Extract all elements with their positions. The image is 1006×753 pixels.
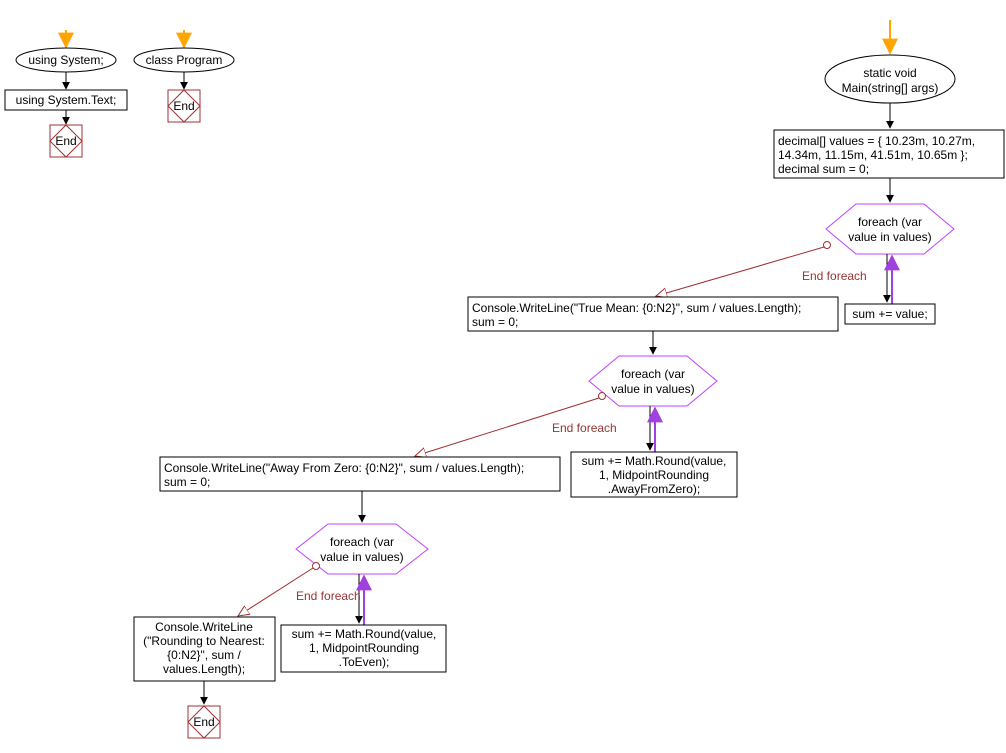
init-line: decimal sum = 0; xyxy=(778,162,869,176)
init-line: 14.34m, 11.15m, 41.51m, 10.65m }; xyxy=(778,148,968,162)
loop-1-after-node[interactable]: Console.WriteLine("True Mean: {0:N2}", s… xyxy=(467,296,839,332)
init-line: decimal[] values = { 10.23m, 10.27m, xyxy=(778,134,975,148)
class-start-node[interactable]: class Program xyxy=(133,47,235,73)
loop-condition-line: foreach (var xyxy=(330,535,394,549)
end-label: End xyxy=(173,99,194,113)
loop-exit-label: End foreach xyxy=(552,421,617,435)
after-loop-line: sum = 0; xyxy=(472,315,518,329)
loop-body-line: 1, MidpointRounding xyxy=(599,468,709,482)
using-start-node[interactable]: using System; xyxy=(15,47,117,73)
class-start-label: class Program xyxy=(146,53,223,67)
loop-body-line: .AwayFromZero); xyxy=(608,482,700,496)
loop-3-exit-edge xyxy=(238,567,314,616)
using-start-label: using System; xyxy=(28,53,103,67)
main-start-line: static void xyxy=(863,66,916,80)
class-end-node[interactable]: End xyxy=(167,89,201,123)
loop-body-line: 1, MidpointRounding xyxy=(309,641,419,655)
loop-condition-line: value in values) xyxy=(611,382,694,396)
loop-1-condition[interactable]: foreach (var value in values) xyxy=(825,203,955,255)
init-node[interactable]: decimal[] values = { 10.23m, 10.27m, 14.… xyxy=(773,129,1005,179)
after-loop-line: Console.WriteLine("Away From Zero: {0:N2… xyxy=(164,461,524,475)
loop-body-line: .ToEven); xyxy=(339,655,390,669)
loop-2-after-node[interactable]: Console.WriteLine("Away From Zero: {0:N2… xyxy=(159,456,561,492)
loop-exit-label: End foreach xyxy=(802,269,867,283)
loop-2-exit-edge xyxy=(415,397,600,456)
loop-1-exit-edge xyxy=(656,246,825,296)
using-flow: using System; using System.Text; End xyxy=(4,30,128,158)
loop-body-line: sum += Math.Round(value, xyxy=(292,627,437,641)
loop-2-exit-port xyxy=(598,392,606,400)
loop-3-after-node[interactable]: Console.WriteLine ("Rounding to Nearest:… xyxy=(133,616,276,682)
main-start-node[interactable]: static void Main(string[] args) xyxy=(824,54,956,104)
loop-3-body-node[interactable]: sum += Math.Round(value, 1, MidpointRoun… xyxy=(280,624,447,673)
after-loop-line: sum = 0; xyxy=(164,475,210,489)
after-loop-line: {0:N2}", sum / xyxy=(167,648,241,662)
loop-2-body-node[interactable]: sum += Math.Round(value, 1, MidpointRoun… xyxy=(570,451,738,498)
loop-body-line: sum += value; xyxy=(852,307,927,321)
main-flow: static void Main(string[] args) decimal[… xyxy=(133,20,1005,739)
main-start-line: Main(string[] args) xyxy=(842,81,939,95)
loop-3-condition[interactable]: foreach (var value in values) xyxy=(295,523,429,575)
loop-condition-line: value in values) xyxy=(848,230,931,244)
using-stmt-label: using System.Text; xyxy=(16,93,117,107)
main-end-node[interactable]: End xyxy=(187,705,221,739)
loop-exit-label: End foreach xyxy=(296,589,361,603)
loop-condition-line: foreach (var xyxy=(621,367,685,381)
loop-condition-line: value in values) xyxy=(320,550,403,564)
end-label: End xyxy=(55,134,76,148)
after-loop-line: values.Length); xyxy=(163,662,245,676)
after-loop-line: ("Rounding to Nearest: xyxy=(143,634,265,648)
loop-condition-line: foreach (var xyxy=(858,215,922,229)
class-flow: class Program End xyxy=(133,30,235,123)
using-stmt-node[interactable]: using System.Text; xyxy=(4,89,128,111)
loop-1-body-node[interactable]: sum += value; xyxy=(844,303,936,325)
using-end-node[interactable]: End xyxy=(49,124,83,158)
loop-2-condition[interactable]: foreach (var value in values) xyxy=(588,355,718,407)
end-label: End xyxy=(193,715,214,729)
after-loop-line: Console.WriteLine("True Mean: {0:N2}", s… xyxy=(472,301,801,315)
loop-1-exit-port xyxy=(823,241,831,249)
after-loop-line: Console.WriteLine xyxy=(155,620,253,634)
loop-3-exit-port xyxy=(312,562,320,570)
loop-body-line: sum += Math.Round(value, xyxy=(582,454,727,468)
